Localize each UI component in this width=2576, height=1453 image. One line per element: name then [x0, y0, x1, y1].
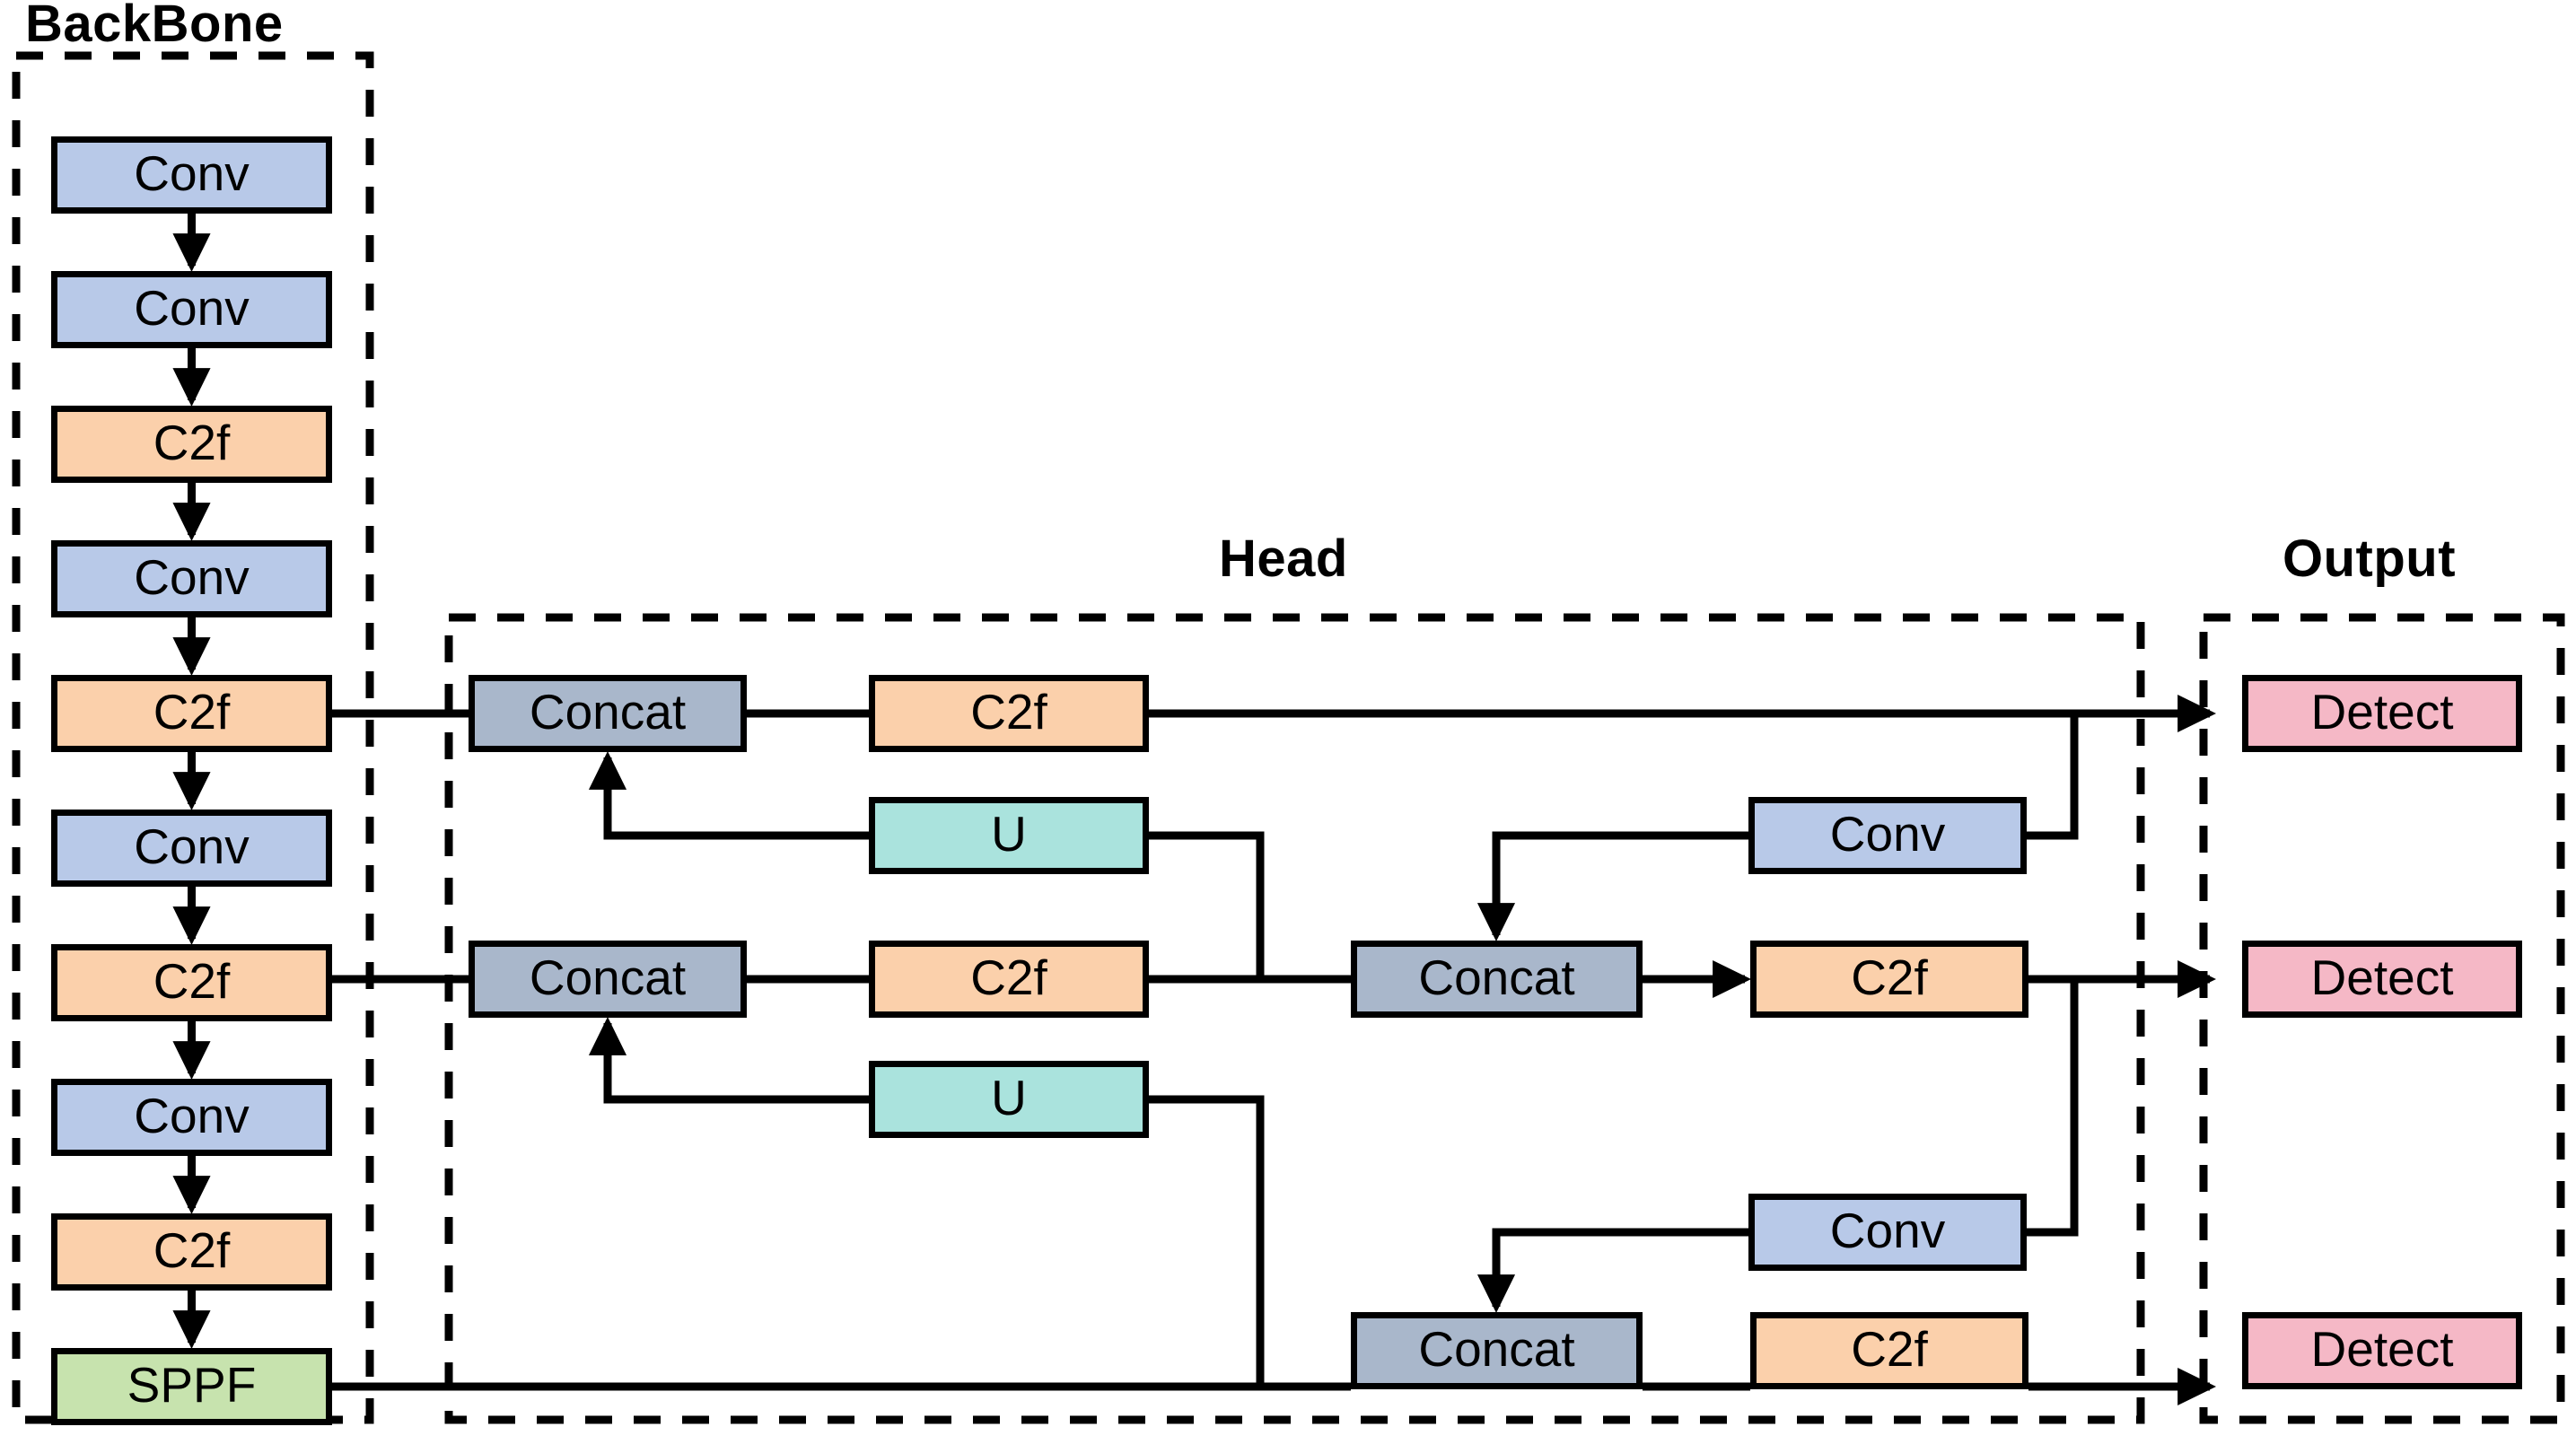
node-head-c2f-2[interactable]: C2f [869, 941, 1149, 1018]
edge-c2f3-branch-conv2 [2027, 979, 2079, 1237]
node-label: U [991, 1069, 1027, 1125]
node-label: SPPF [127, 1356, 257, 1413]
node-label: Conv [134, 548, 250, 605]
node-label: C2f [1851, 1320, 1928, 1377]
node-label: Concat [529, 683, 687, 740]
node-head-c2f-3[interactable]: C2f [1750, 941, 2028, 1018]
node-head-concat-2[interactable]: Concat [469, 941, 747, 1018]
edge-up1-out [1149, 831, 1265, 979]
node-output-detect-3[interactable]: Detect [2242, 1312, 2522, 1389]
node-label: C2f [153, 952, 231, 1009]
node-head-upsample-2[interactable]: U [869, 1061, 1149, 1138]
node-label: C2f [1851, 949, 1928, 1005]
edge-up2-concat2 [588, 1016, 869, 1104]
node-output-detect-1[interactable]: Detect [2242, 675, 2522, 752]
node-head-concat-1[interactable]: Concat [469, 675, 747, 752]
node-label: Detect [2310, 949, 2454, 1005]
node-label: C2f [153, 1221, 231, 1278]
node-label: Conv [134, 818, 250, 874]
node-label: C2f [970, 683, 1047, 740]
node-backbone-c2f-3[interactable]: C2f [51, 944, 332, 1021]
edge-conv1-concat3 [1476, 831, 1748, 942]
group-frames [12, 51, 2565, 1424]
edge-up2-out [1149, 1095, 1265, 1387]
node-head-c2f-1[interactable]: C2f [869, 675, 1149, 752]
edge-c2f1-branch-conv1 [2027, 713, 2079, 840]
head-group-title: Head [1219, 530, 1348, 588]
node-head-conv-1[interactable]: Conv [1748, 797, 2027, 874]
node-backbone-sppf[interactable]: SPPF [51, 1348, 332, 1425]
node-label: C2f [153, 683, 231, 740]
node-backbone-c2f-4[interactable]: C2f [51, 1213, 332, 1291]
node-label: C2f [153, 414, 231, 470]
node-backbone-conv-1[interactable]: Conv [51, 136, 332, 214]
node-head-concat-3[interactable]: Concat [1351, 941, 1643, 1018]
node-label: U [991, 805, 1027, 862]
node-backbone-c2f-1[interactable]: C2f [51, 406, 332, 483]
node-backbone-conv-4[interactable]: Conv [51, 810, 332, 887]
node-label: Concat [1418, 1320, 1575, 1377]
node-label: Conv [134, 279, 250, 336]
node-label: Concat [529, 949, 687, 1005]
node-head-c2f-4[interactable]: C2f [1750, 1312, 2028, 1389]
node-head-concat-4[interactable]: Concat [1351, 1312, 1643, 1389]
node-backbone-c2f-2[interactable]: C2f [51, 675, 332, 752]
node-label: Conv [1829, 805, 1946, 862]
node-label: C2f [970, 949, 1047, 1005]
node-label: Conv [134, 1087, 250, 1143]
head-frame [444, 613, 2145, 1424]
node-backbone-conv-3[interactable]: Conv [51, 540, 332, 617]
edge-conv2-concat4 [1476, 1228, 1748, 1314]
backbone-group-title: BackBone [25, 0, 284, 53]
node-output-detect-2[interactable]: Detect [2242, 941, 2522, 1018]
node-backbone-conv-5[interactable]: Conv [51, 1079, 332, 1156]
node-label: Conv [1829, 1202, 1946, 1258]
node-head-conv-2[interactable]: Conv [1748, 1194, 2027, 1271]
output-group-title: Output [2282, 530, 2457, 588]
node-label: Conv [134, 144, 250, 201]
node-backbone-conv-2[interactable]: Conv [51, 271, 332, 348]
node-label: Concat [1418, 949, 1575, 1005]
node-label: Detect [2310, 683, 2454, 740]
edges [172, 214, 2217, 1406]
node-head-upsample-1[interactable]: U [869, 797, 1149, 874]
node-label: Detect [2310, 1320, 2454, 1377]
edge-up1-concat1 [588, 750, 869, 840]
